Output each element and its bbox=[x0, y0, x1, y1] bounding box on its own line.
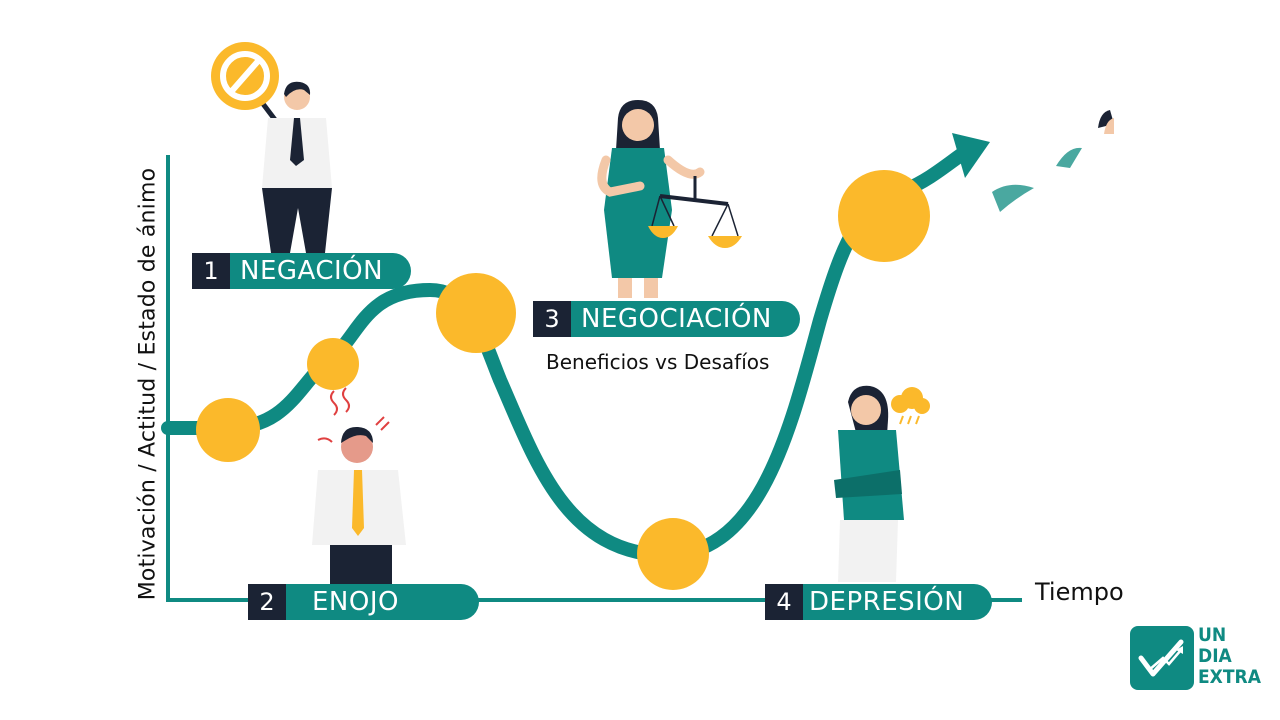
curve-dot-1 bbox=[196, 398, 260, 462]
brand-line-2: DIA bbox=[1198, 645, 1232, 667]
brand-name: UN DIA EXTRA bbox=[1198, 625, 1261, 688]
stage-label-enojo: 2 ENOJO bbox=[248, 584, 479, 620]
arrow-head-icon bbox=[952, 133, 990, 178]
check-chart-icon bbox=[1138, 639, 1184, 677]
curve-dot-3 bbox=[436, 273, 516, 353]
stage-number: 2 bbox=[248, 584, 286, 620]
brand-logo bbox=[1130, 626, 1194, 690]
stage-number: 4 bbox=[765, 584, 803, 620]
stage-label-depresion: 4 DEPRESIÓN bbox=[765, 584, 993, 620]
stage-name: ENOJO bbox=[286, 584, 479, 620]
stage-name: NEGOCIACIÓN bbox=[571, 301, 800, 337]
curve-dot-4 bbox=[637, 518, 709, 590]
stage-number: 1 bbox=[192, 253, 230, 289]
stage-label-negacion: 1 NEGACIÓN bbox=[192, 253, 412, 289]
denial-figure bbox=[211, 42, 332, 253]
storm-cloud-icon bbox=[891, 387, 930, 425]
stage-name: NEGACIÓN bbox=[230, 253, 412, 289]
depression-figure bbox=[834, 385, 930, 582]
x-axis-label: Tiempo bbox=[1035, 578, 1124, 606]
stage-number: 3 bbox=[533, 301, 571, 337]
stage-name: DEPRESIÓN bbox=[803, 584, 993, 620]
anger-figure bbox=[312, 387, 406, 584]
partial-figure bbox=[992, 110, 1114, 212]
scale-icon bbox=[648, 176, 742, 248]
stage-label-negociacion: 3 NEGOCIACIÓN bbox=[533, 301, 800, 337]
bargaining-figure bbox=[597, 100, 742, 298]
curve-dot-5 bbox=[838, 170, 930, 262]
y-axis-label: Motivación / Actitud / Estado de ánimo bbox=[135, 167, 161, 601]
brand-line-1: UN bbox=[1198, 624, 1227, 646]
curve-dot-2 bbox=[307, 338, 359, 390]
brand-line-3: EXTRA bbox=[1198, 666, 1261, 688]
bargaining-subtitle: Beneficios vs Desafíos bbox=[546, 350, 770, 374]
